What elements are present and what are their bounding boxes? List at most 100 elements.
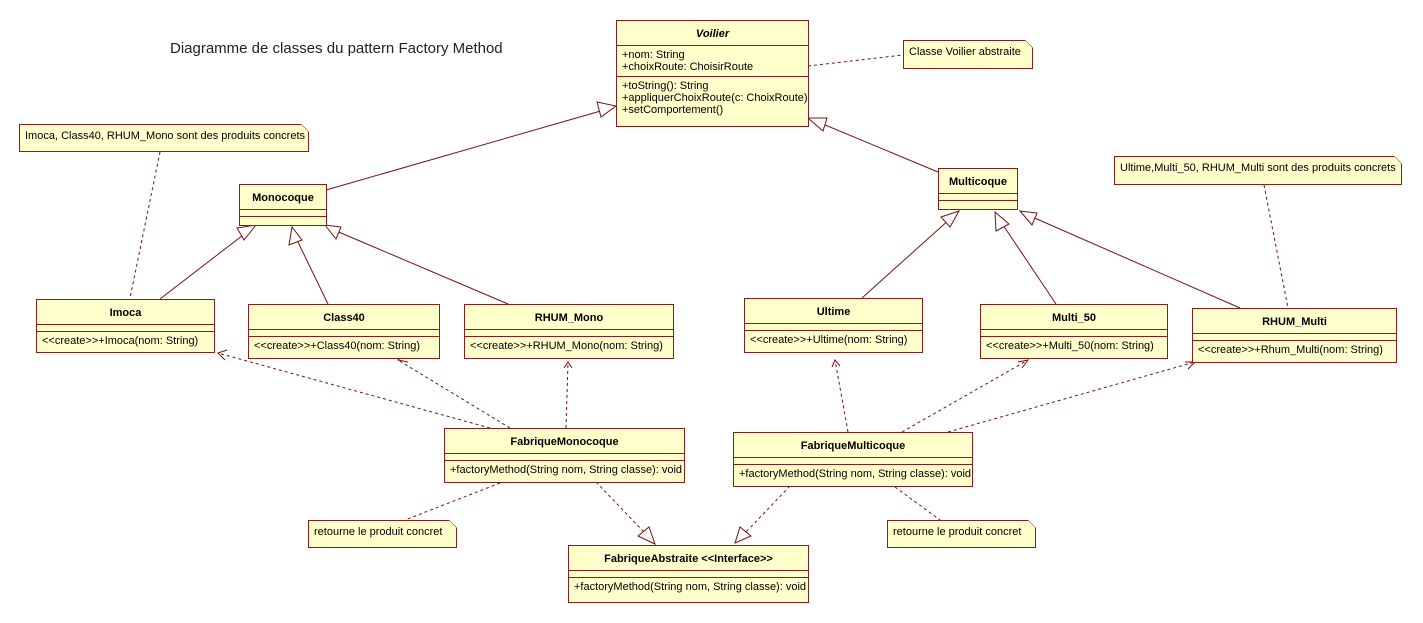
attributes-section	[240, 209, 326, 216]
note-voilier-abstract[interactable]: Classe Voilier abstraite	[903, 40, 1033, 69]
class-imoca[interactable]: Imoca <<create>>+Imoca(nom: String)	[36, 299, 215, 353]
gen-monocoque-voilier	[325, 109, 605, 191]
attributes-section	[981, 329, 1167, 336]
note-text: retourne le produit concret	[893, 526, 1022, 538]
gen-arrowhead	[994, 210, 1010, 232]
gen-multi50-multicoque	[1000, 221, 1057, 305]
class-name: Multicoque	[948, 176, 1008, 188]
note-mono-products[interactable]: Imoca, Class40, RHUM_Mono sont des produ…	[19, 124, 309, 152]
gen-arrowhead	[323, 224, 342, 240]
operations-section: +factoryMethod(String nom, String classe…	[445, 460, 684, 479]
class-ultime[interactable]: Ultime <<create>>+Ultime(nom: String)	[744, 298, 923, 353]
attributes-section	[249, 329, 439, 336]
note-mono-return[interactable]: retourne le produit concret	[308, 520, 457, 548]
dep-arrowhead	[1185, 361, 1197, 370]
gen-multicoque-voilier	[817, 121, 939, 173]
operations-section: <<create>>+Imoca(nom: String)	[37, 331, 214, 350]
attributes-section	[734, 457, 972, 464]
gen-arrowhead	[236, 224, 258, 241]
attributes-section	[569, 570, 808, 577]
operation: +toString(): String	[622, 80, 709, 92]
operation: +factoryMethod(String nom, String classe…	[450, 464, 683, 476]
class-name: RHUM_Multi	[1262, 316, 1327, 328]
dep-fabmono-class40	[397, 359, 511, 429]
class-name: FabriqueMonocoque	[510, 436, 619, 448]
gen-arrowhead	[596, 101, 618, 118]
note-text: Classe Voilier abstraite	[909, 46, 1021, 58]
class-fabrique-monocoque[interactable]: FabriqueMonocoque +factoryMethod(String …	[444, 428, 685, 483]
operations-section: <<create>>+RHUM_Mono(nom: String)	[465, 336, 673, 355]
class-monocoque[interactable]: Monocoque	[239, 184, 327, 226]
attributes-section	[1193, 333, 1396, 340]
operations-section	[939, 200, 1017, 207]
class-name: Multi_50	[1051, 312, 1096, 324]
class-fabrique-multicoque[interactable]: FabriqueMulticoque +factoryMethod(String…	[733, 432, 973, 487]
attributes-section	[445, 453, 684, 460]
note-multi-products[interactable]: Ultime,Multi_50, RHUM_Multi sont des pro…	[1114, 156, 1402, 185]
operation: <<create>>+Multi_50(nom: String)	[986, 340, 1154, 352]
class-name: Class40	[323, 312, 365, 324]
note-anchor-voilier	[807, 54, 904, 67]
attributes-section	[37, 324, 214, 331]
operation: +factoryMethod(String nom, String classe…	[739, 468, 972, 480]
gen-arrowhead	[806, 117, 828, 132]
note-text: Ultime,Multi_50, RHUM_Multi sont des pro…	[1120, 162, 1396, 174]
operations-section: +factoryMethod(String nom, String classe…	[734, 464, 972, 483]
operation: +appliquerChoixRoute(c: ChoixRoute)	[622, 92, 808, 104]
dep-fabmono-rhummono	[565, 361, 569, 429]
class-rhum-mono[interactable]: RHUM_Mono <<create>>+RHUM_Mono(nom: Stri…	[464, 304, 674, 359]
class-multi-50[interactable]: Multi_50 <<create>>+Multi_50(nom: String…	[980, 304, 1168, 359]
operations-section: <<create>>+Class40(nom: String)	[249, 336, 439, 355]
class-name: FabriqueMulticoque	[800, 440, 906, 452]
class-multicoque[interactable]: Multicoque	[938, 168, 1018, 210]
attributes-section: +nom: String +choixRoute: ChoisirRoute	[617, 45, 808, 76]
dep-fabmulti-multi50	[901, 359, 1029, 433]
note-text: retourne le produit concret	[314, 526, 443, 538]
operation: +setComportement()	[622, 104, 724, 116]
operation: <<create>>+RHUM_Mono(nom: String)	[470, 340, 663, 352]
dep-fabmono-imoca	[217, 352, 491, 429]
class-class40[interactable]: Class40 <<create>>+Class40(nom: String)	[248, 304, 440, 359]
attribute: +choixRoute: ChoisirRoute	[622, 61, 754, 73]
gen-class40-monocoque	[295, 237, 329, 305]
operations-section	[240, 216, 326, 223]
note-anchor-mono-products	[129, 151, 161, 299]
class-name: Monocoque	[252, 192, 314, 204]
operations-section: +toString(): String +appliquerChoixRoute…	[617, 76, 808, 119]
attributes-section	[939, 193, 1017, 200]
attributes-section	[465, 329, 673, 336]
class-fabrique-abstraite[interactable]: FabriqueAbstraite <<Interface>> +factory…	[568, 545, 809, 603]
note-multi-return[interactable]: retourne le produit concret	[887, 520, 1036, 548]
real-arrowhead	[637, 526, 656, 545]
attributes-section	[745, 323, 922, 330]
class-name: Ultime	[816, 306, 851, 318]
class-name: FabriqueAbstraite <<Interface>>	[604, 553, 773, 565]
attribute: +nom: String	[622, 49, 685, 61]
operation: +factoryMethod(String nom, String classe…	[574, 581, 807, 593]
operations-section: +factoryMethod(String nom, String classe…	[569, 577, 808, 596]
dep-arrowhead	[1017, 359, 1030, 369]
gen-arrowhead	[288, 225, 303, 246]
real-fabmulti-abstraite	[744, 485, 791, 534]
gen-ultime-multicoque	[861, 217, 952, 299]
class-name: Imoca	[109, 307, 142, 319]
class-rhum-multi[interactable]: RHUM_Multi <<create>>+Rhum_Multi(nom: St…	[1192, 308, 1397, 363]
gen-arrowhead	[940, 210, 961, 228]
operation: <<create>>+Rhum_Multi(nom: String)	[1198, 344, 1383, 356]
dep-arrowhead	[217, 349, 228, 361]
class-voilier[interactable]: Voilier +nom: String +choixRoute: Choisi…	[616, 20, 809, 127]
operation: <<create>>+Class40(nom: String)	[254, 340, 421, 352]
dep-arrowhead	[831, 359, 841, 368]
dep-fabmulti-ultime	[834, 359, 849, 433]
gen-arrowhead	[1018, 210, 1038, 226]
operation: <<create>>+Ultime(nom: String)	[750, 334, 908, 346]
dep-arrowhead	[563, 361, 573, 369]
note-anchor-multi-products	[1263, 184, 1289, 309]
dep-fabmulti-rhummulti	[947, 361, 1196, 433]
real-fabmono-abstraite	[595, 481, 646, 534]
real-arrowhead	[734, 526, 752, 544]
operation: <<create>>+Imoca(nom: String)	[42, 335, 199, 347]
operations-section: <<create>>+Multi_50(nom: String)	[981, 336, 1167, 355]
note-anchor-mono-return	[404, 482, 501, 521]
